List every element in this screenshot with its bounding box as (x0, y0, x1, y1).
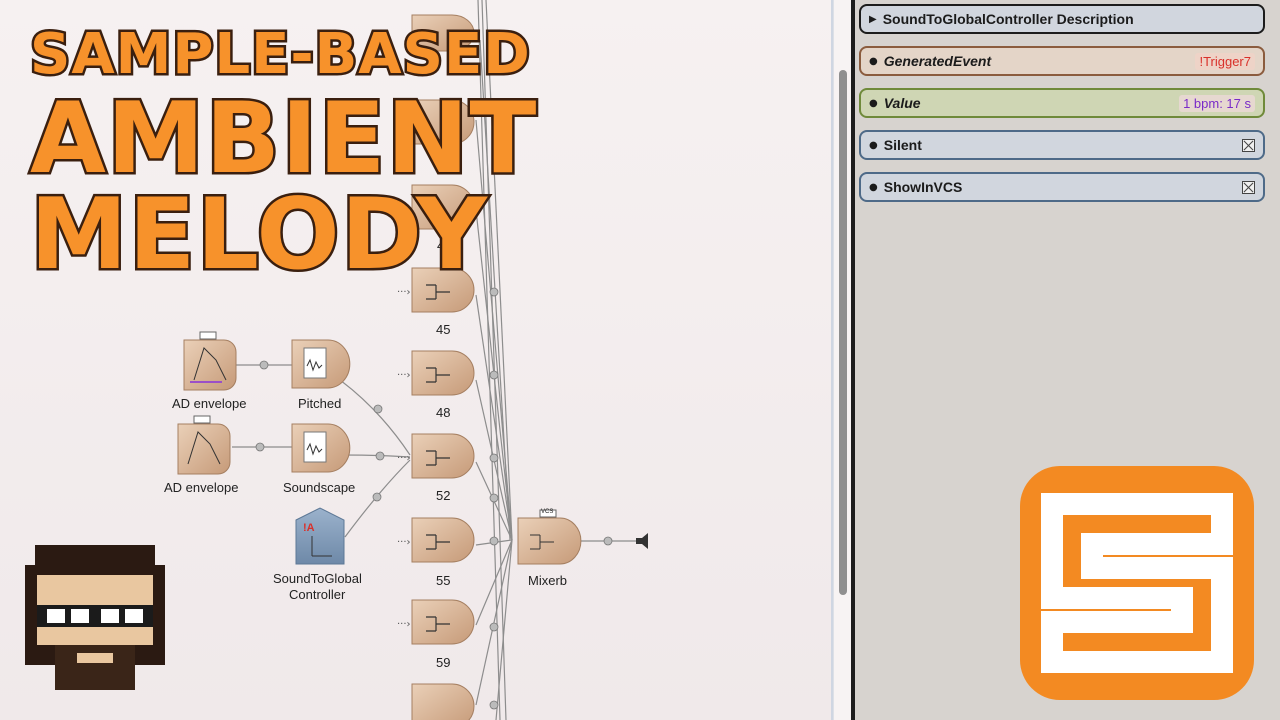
svg-text:···›: ···› (397, 287, 411, 298)
property-show-in-vcs[interactable]: ● ShowInVCS (859, 172, 1265, 202)
mix-node-label[interactable]: 52 (436, 488, 451, 503)
svg-text:···›: ···› (397, 537, 411, 548)
disclosure-triangle-icon[interactable]: ▶ (869, 13, 877, 25)
node-label-pitched[interactable]: Pitched (298, 396, 342, 411)
pixel-avatar (25, 545, 165, 690)
svg-text:···›: ···› (397, 453, 411, 464)
description-header[interactable]: ▶ SoundToGlobalController Description (859, 4, 1265, 34)
property-value[interactable]: !Trigger7 (1195, 52, 1255, 70)
mix-node-label[interactable]: 55 (436, 573, 451, 588)
node-label-mixerb[interactable]: Mixerb (528, 573, 568, 588)
mix-node-label[interactable]: 4 (437, 154, 445, 169)
description-title: SoundToGlobalController Description (882, 11, 1134, 27)
node-label-controller[interactable]: Controller (289, 587, 346, 602)
property-value[interactable]: ● Value 1 bpm: 17 s (859, 88, 1265, 118)
mix-node-label[interactable]: 45 (436, 322, 451, 337)
node-label-soundscape[interactable]: Soundscape (283, 480, 356, 495)
controller-badge: !A (303, 522, 315, 534)
vcs-badge: VCS (541, 509, 554, 515)
svg-text:···›: ···› (397, 370, 411, 381)
property-silent[interactable]: ● Silent (859, 130, 1265, 160)
patch-graph: ···› ···› ···› ···› ···› (177, 0, 648, 720)
node-label-ad-envelope[interactable]: AD envelope (172, 396, 247, 411)
mix-nodes: ···› ···› ···› ···› ···› (397, 14, 475, 720)
mix-node-label[interactable]: 59 (436, 655, 451, 670)
bullet-icon: ● (869, 55, 878, 67)
property-label: Value (883, 95, 921, 111)
title-line-3: MELODY (28, 176, 490, 295)
scrollbar-thumb[interactable] (839, 70, 847, 595)
silent-checkbox[interactable] (1242, 138, 1255, 152)
bullet-icon: ● (869, 97, 878, 109)
canvas-border (831, 0, 833, 720)
wire-junctions (255, 287, 613, 710)
app-logo (1020, 466, 1254, 700)
panel-splitter[interactable] (851, 0, 855, 720)
property-label: GeneratedEvent (883, 53, 992, 69)
svg-text:···›: ···› (397, 619, 411, 630)
property-label: Silent (883, 137, 922, 153)
mix-node-label[interactable]: 4 (437, 238, 445, 253)
show-in-vcs-checkbox[interactable] (1242, 180, 1255, 194)
property-label: ShowInVCS (883, 179, 963, 195)
source-nodes (177, 331, 648, 565)
property-generated-event[interactable]: ● GeneratedEvent !Trigger7 (859, 46, 1265, 76)
bullet-icon: ● (869, 181, 878, 193)
canvas-scrollbar[interactable] (833, 0, 852, 720)
node-label-ad-envelope[interactable]: AD envelope (164, 480, 239, 495)
property-value[interactable]: 1 bpm: 17 s (1179, 94, 1255, 112)
title-line-2: AMBIENT (27, 80, 538, 199)
bullet-icon: ● (869, 139, 878, 151)
title-line-1: SAMPLE-BASED (28, 20, 533, 90)
s-logo-icon (1041, 493, 1233, 673)
node-label-controller[interactable]: SoundToGlobal (273, 571, 362, 586)
sound-structure-canvas[interactable]: ···› ···› ···› ···› ···› (0, 0, 832, 720)
mix-node-label[interactable]: 48 (436, 405, 451, 420)
